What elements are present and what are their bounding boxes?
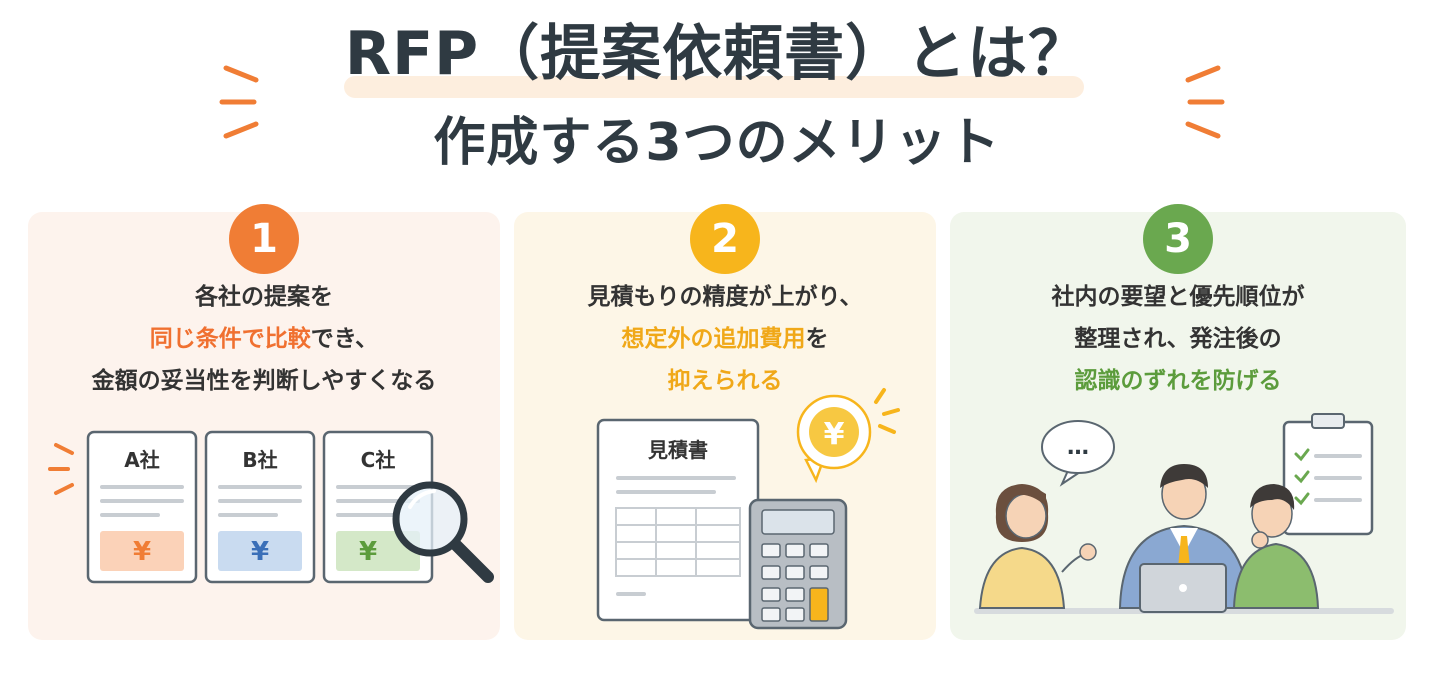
merit-description: 社内の要望と優先順位が 整理され、発注後の 認識のずれを防げる bbox=[950, 276, 1406, 402]
desc-line: 社内の要望と優先順位が bbox=[950, 276, 1406, 318]
page-subtitle: 作成する3つのメリット bbox=[433, 113, 1001, 173]
desc-highlight: 認識のずれを防げる bbox=[1074, 368, 1282, 394]
desc-text: 金額の妥当性を判断しやすくなる bbox=[91, 368, 437, 394]
desc-line: 金額の妥当性を判断しやすくなる bbox=[28, 360, 500, 402]
desc-line: 抑えられる bbox=[514, 360, 936, 402]
person-woman bbox=[978, 484, 1097, 609]
doc-label: B社 bbox=[242, 448, 277, 472]
doc-label: 見積書 bbox=[648, 438, 708, 462]
page-title: RFP（提案依頼書）とは？ bbox=[344, 19, 1090, 89]
estimate-illustration: 見積書 bbox=[596, 388, 900, 630]
yen-icon: ¥ bbox=[359, 537, 377, 567]
magnifier-icon bbox=[392, 481, 494, 583]
merit-card-2: 2 見積もりの精度が上がり、 想定外の追加費用を 抑えられる 見積書 bbox=[514, 204, 936, 640]
estimate-doc: 見積書 bbox=[596, 418, 760, 622]
speech-bubble-icon: … bbox=[1041, 420, 1115, 487]
desc-text: 社内の要望と優先順位が bbox=[1051, 284, 1305, 310]
merit-card-3: 3 社内の要望と優先順位が 整理され、発注後の 認識のずれを防げる … bbox=[950, 204, 1406, 640]
svg-text:¥: ¥ bbox=[824, 417, 845, 452]
desc-text: を bbox=[805, 326, 829, 352]
checklist-clipboard-icon bbox=[1282, 413, 1374, 536]
desc-highlight: 想定外の追加費用 bbox=[621, 326, 806, 352]
spark-left-icon bbox=[219, 65, 259, 139]
calculator-icon bbox=[748, 498, 848, 630]
number-badge: 3 bbox=[1143, 204, 1213, 274]
desc-line: 各社の提案を bbox=[28, 276, 500, 318]
desc-highlight: 抑えられる bbox=[667, 368, 783, 394]
merit-description: 各社の提案を 同じ条件で比較でき、 金額の妥当性を判断しやすくなる bbox=[28, 276, 500, 402]
spark-icon bbox=[874, 388, 900, 434]
quote-doc-a: A社 ¥ bbox=[86, 430, 198, 584]
title-highlight bbox=[344, 76, 1084, 98]
number-badge: 1 bbox=[229, 204, 299, 274]
yen-coin-icon: ¥ bbox=[796, 394, 872, 484]
desc-line: 整理され、発注後の bbox=[950, 318, 1406, 360]
person-man-center bbox=[1118, 464, 1250, 613]
desc-line: 見積もりの精度が上がり、 bbox=[514, 276, 936, 318]
svg-text:…: … bbox=[1067, 435, 1089, 460]
desc-line: 想定外の追加費用を bbox=[514, 318, 936, 360]
spark-right-icon bbox=[1185, 65, 1225, 139]
meeting-illustration: … bbox=[974, 413, 1394, 614]
doc-label: C社 bbox=[361, 448, 396, 472]
quote-doc-b: B社 ¥ bbox=[204, 430, 316, 584]
desc-line: 同じ条件で比較でき、 bbox=[28, 318, 500, 360]
doc-label: A社 bbox=[124, 448, 159, 472]
compare-quotes-illustration: A社 ¥ B社 ¥ C社 ¥ bbox=[48, 430, 494, 584]
number-badge: 2 bbox=[690, 204, 760, 274]
yen-icon: ¥ bbox=[133, 537, 151, 567]
person-man-right bbox=[1232, 484, 1320, 609]
desc-text: 見積もりの精度が上がり、 bbox=[587, 284, 863, 310]
merit-description: 見積もりの精度が上がり、 想定外の追加費用を 抑えられる bbox=[514, 276, 936, 402]
desc-line: 認識のずれを防げる bbox=[950, 360, 1406, 402]
desc-text: 整理され、発注後の bbox=[1074, 326, 1282, 352]
merit-card-1: 1 各社の提案を 同じ条件で比較でき、 金額の妥当性を判断しやすくなる A社 ¥… bbox=[28, 204, 500, 640]
desc-highlight: 同じ条件で比較 bbox=[149, 326, 311, 352]
yen-icon: ¥ bbox=[251, 537, 269, 567]
desc-text: 各社の提案を bbox=[195, 284, 333, 310]
desc-text: でき、 bbox=[310, 326, 379, 352]
